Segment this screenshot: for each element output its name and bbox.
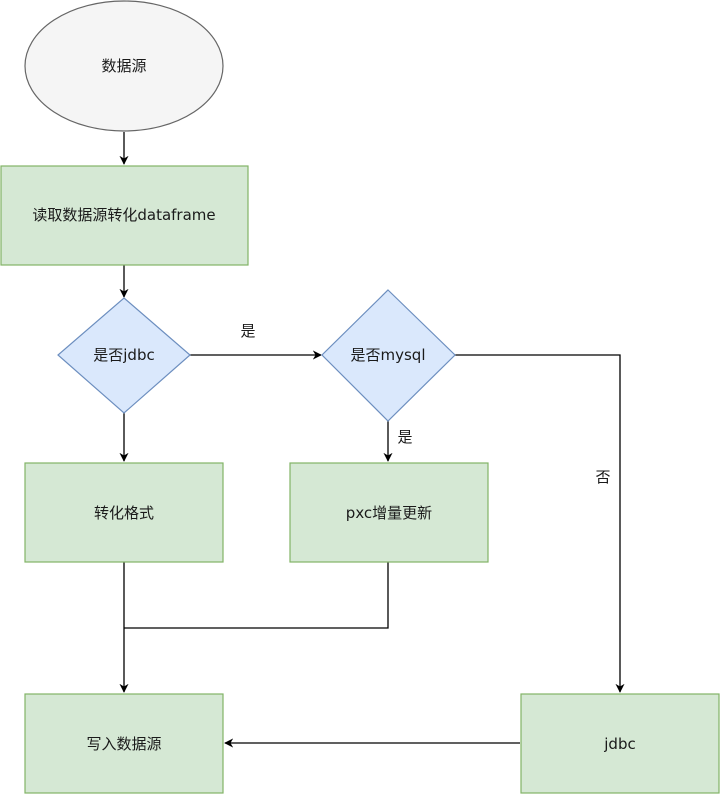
node-jdbc-label: jdbc xyxy=(603,735,635,753)
write-box xyxy=(24,693,224,794)
node-is-mysql[interactable]: 是否mysql xyxy=(321,289,456,422)
edge-pxc-to-write xyxy=(124,562,389,629)
node-pxc[interactable]: pxc增量更新 xyxy=(289,462,489,563)
node-write-label: 写入数据源 xyxy=(86,735,161,753)
node-is-mysql-label: 是否mysql xyxy=(351,346,426,364)
node-jdbc[interactable]: jdbc xyxy=(520,693,720,794)
pxc-box xyxy=(289,462,489,563)
is-mysql-diamond xyxy=(321,289,456,422)
node-is-jdbc-label: 是否jdbc xyxy=(93,346,154,364)
edge-label-mysql-yes: 是 xyxy=(397,428,412,446)
node-start[interactable]: 数据源 xyxy=(24,0,224,132)
node-pxc-label: pxc增量更新 xyxy=(346,504,432,522)
convert-box xyxy=(24,462,224,563)
node-read-label: 读取数据源转化dataframe xyxy=(32,206,215,224)
jdbc-box xyxy=(520,693,720,794)
read-box xyxy=(0,165,249,266)
start-ellipse xyxy=(24,0,224,132)
edge-label-jdbc-yes: 是 xyxy=(240,322,255,340)
edges xyxy=(119,132,625,748)
edge-label-mysql-no: 否 xyxy=(595,468,610,486)
node-read[interactable]: 读取数据源转化dataframe xyxy=(0,165,249,266)
node-is-jdbc[interactable]: 是否jdbc xyxy=(57,297,191,414)
edge-is-mysql-to-jdbc xyxy=(455,354,625,693)
node-convert-label: 转化格式 xyxy=(94,504,154,522)
node-start-label: 数据源 xyxy=(101,57,146,75)
node-convert[interactable]: 转化格式 xyxy=(24,462,224,563)
is-jdbc-diamond xyxy=(57,297,191,414)
node-write[interactable]: 写入数据源 xyxy=(24,693,224,794)
